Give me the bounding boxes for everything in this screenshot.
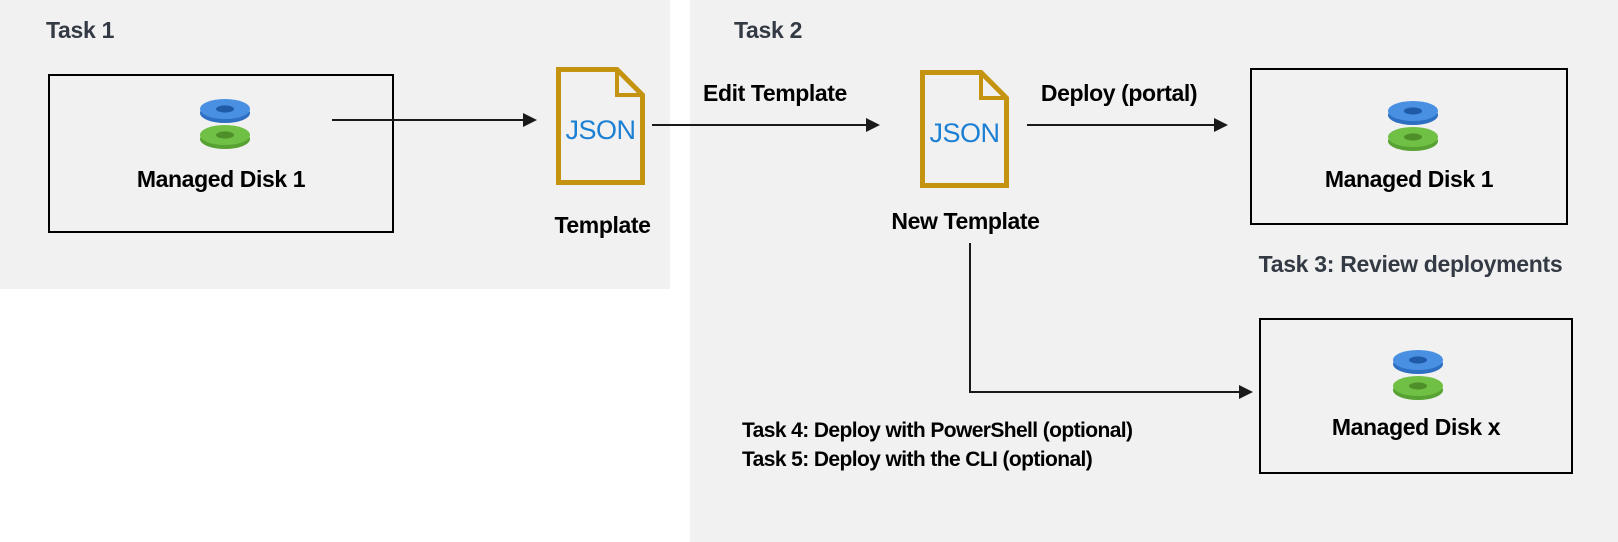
- arrow-edit-template-line: [652, 124, 867, 126]
- arrow-disk-to-template-head: [523, 113, 537, 127]
- template-label: Template: [554, 212, 651, 238]
- task2-panel: [690, 0, 1618, 542]
- task4-task5-captions: Task 4: Deploy with PowerShell (optional…: [742, 416, 1133, 474]
- managed-disk-icon: [200, 99, 250, 149]
- managed-disk-1-source-label: Managed Disk 1: [136, 166, 306, 192]
- arrow-optional-deploy-vertical-line: [969, 243, 971, 393]
- new-template-json-file-icon: JSON: [920, 70, 1009, 188]
- managed-disk-x-box: Managed Disk x: [1259, 318, 1573, 474]
- managed-disk-icon: [1388, 101, 1438, 151]
- edit-template-arrow-label: Edit Template: [703, 80, 847, 106]
- json-document-outline-icon: [556, 67, 645, 185]
- arrow-optional-deploy-head: [1239, 385, 1253, 399]
- json-document-outline-icon: [920, 70, 1009, 188]
- task3-title: Task 3: Review deployments: [1258, 251, 1563, 277]
- managed-disk-x-label: Managed Disk x: [1331, 414, 1501, 440]
- managed-disk-1-deployed-box: Managed Disk 1: [1250, 68, 1568, 225]
- arrow-edit-template-head: [866, 118, 880, 132]
- arrow-optional-deploy-horizontal-line: [969, 391, 1240, 393]
- managed-disk-icon: [1393, 350, 1443, 400]
- json-doc-text: JSON: [565, 115, 636, 145]
- task4-title: Task 4: Deploy with PowerShell (optional…: [742, 419, 1133, 442]
- arrow-disk-to-template-line: [332, 119, 524, 121]
- arrow-deploy-portal-line: [1027, 124, 1215, 126]
- task5-title: Task 5: Deploy with the CLI (optional): [742, 448, 1093, 471]
- task1-title: Task 1: [46, 17, 115, 43]
- arrow-deploy-portal-head: [1214, 118, 1228, 132]
- managed-disk-1-deployed-label: Managed Disk 1: [1324, 166, 1494, 192]
- task2-title: Task 2: [734, 17, 803, 43]
- new-template-label: New Template: [891, 208, 1040, 234]
- managed-disk-1-source-box: Managed Disk 1: [48, 74, 394, 233]
- json-doc-text: JSON: [929, 118, 1000, 148]
- deploy-portal-arrow-label: Deploy (portal): [1040, 80, 1198, 106]
- template-json-file-icon: JSON: [556, 67, 645, 185]
